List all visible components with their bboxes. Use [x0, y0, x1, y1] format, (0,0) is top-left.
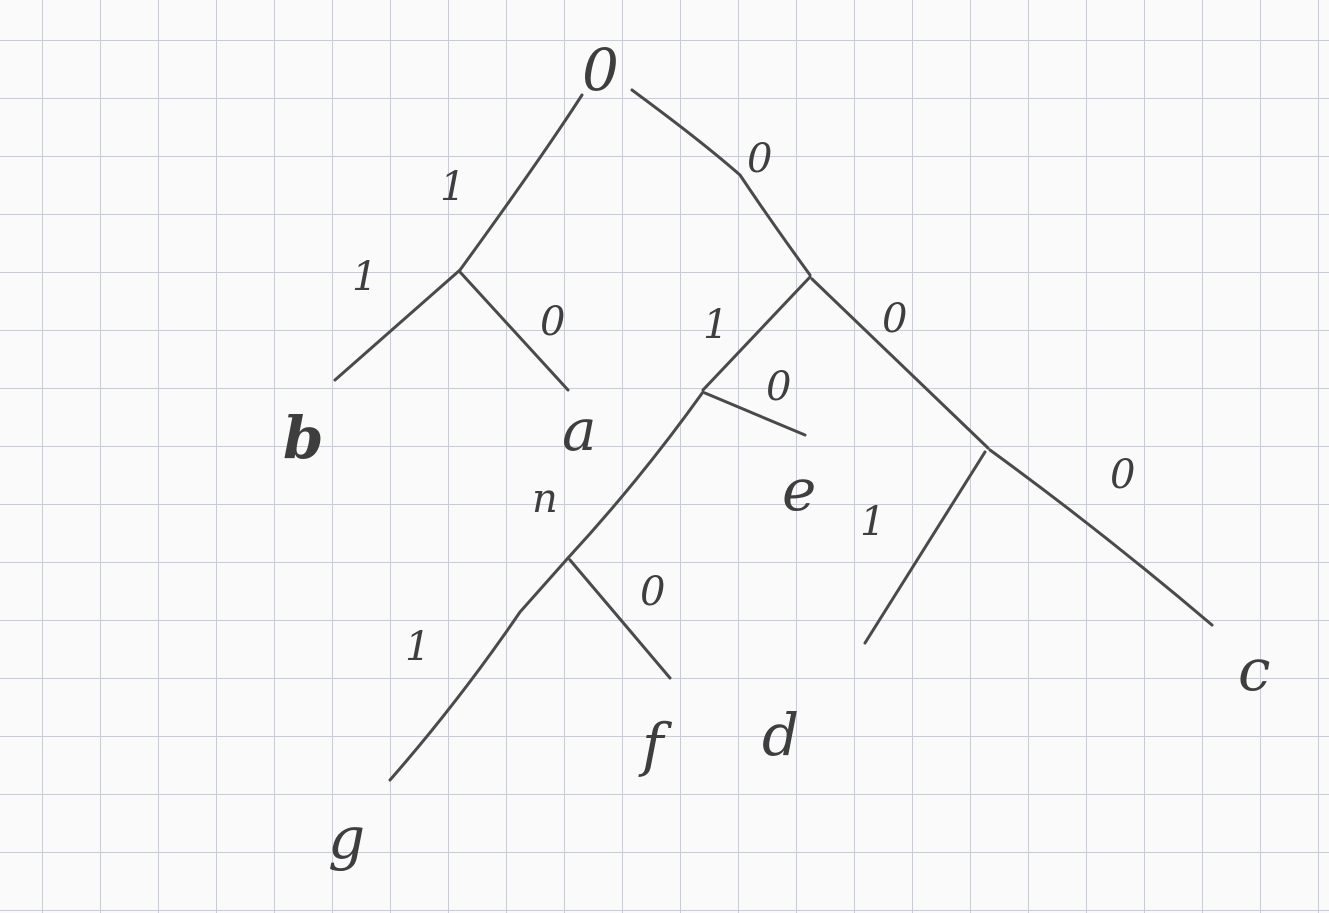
leaf-g: g: [328, 804, 365, 872]
edge-label-n2-left: 1: [703, 302, 728, 348]
edge-root-left: [458, 93, 584, 272]
edge-label-n4-left: 1: [405, 624, 430, 670]
edge-label-n1-left: 1: [352, 254, 377, 300]
edge-n2-right: [810, 277, 990, 450]
root-label: 0: [582, 36, 619, 104]
edge-label-n3-left: n: [532, 476, 558, 522]
leaf-f: f: [638, 711, 673, 779]
leaf-e: e: [782, 456, 816, 524]
edge-label-n5-right: 0: [1110, 452, 1135, 498]
edge-label-n5-left: 1: [860, 499, 885, 545]
edge-n1-left: [333, 268, 462, 382]
edge-label-n1-right: 0: [540, 299, 565, 345]
edge-n5-right: [988, 448, 1214, 627]
edge-label-n3-right: 0: [766, 364, 791, 410]
edge-n3-right: [703, 391, 807, 437]
leaf-c: c: [1238, 636, 1270, 704]
edge-n4-right: [568, 558, 672, 680]
edge-label-root-left: 1: [440, 164, 465, 210]
edge-n1-right: [458, 270, 570, 392]
edge-n5-left: [863, 450, 987, 645]
leaf-a: a: [562, 396, 597, 464]
edge-label-n2-right: 0: [882, 296, 907, 342]
edge-n3-left: [566, 390, 705, 560]
edge-root-right: [630, 88, 812, 277]
edge-label-root-right: 0: [747, 136, 772, 182]
leaf-d: d: [762, 701, 799, 769]
edge-n4-left: [388, 556, 570, 782]
leaf-b: b: [283, 404, 324, 472]
edge-label-n4-right: 0: [640, 569, 665, 615]
edge-n2-left: [701, 275, 812, 392]
